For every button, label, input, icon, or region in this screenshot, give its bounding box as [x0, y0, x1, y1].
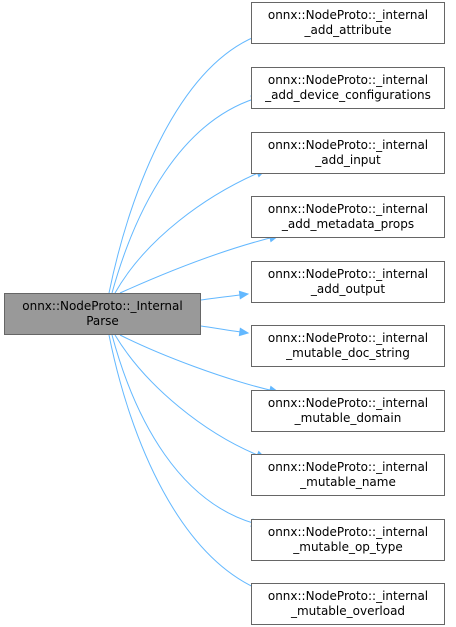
- callee-name-line1: onnx::NodeProto::_internal: [267, 73, 429, 87]
- edge-to-add-device-configurations: [111, 96, 261, 294]
- callee-name-line1: onnx::NodeProto::_internal: [267, 202, 429, 216]
- callee-name-line1: onnx::NodeProto::_internal: [267, 331, 429, 345]
- edge-to-add-metadata-props: [119, 235, 279, 294]
- edge-to-add-attribute: [108, 32, 266, 294]
- callee-node-add-device-configurations[interactable]: onnx::NodeProto::_internal _add_device_c…: [251, 67, 445, 109]
- edge-to-mutable-op-type: [111, 334, 261, 526]
- callee-node-mutable-op-type[interactable]: onnx::NodeProto::_internal _mutable_op_t…: [251, 519, 445, 561]
- callee-name-line2: _mutable_domain: [294, 411, 402, 425]
- callee-name-line2: _add_attribute: [304, 23, 392, 37]
- callee-node-add-attribute[interactable]: onnx::NodeProto::_internal _add_attribut…: [251, 2, 445, 44]
- callee-name-line1: onnx::NodeProto::_internal: [267, 460, 429, 474]
- edge-to-add-output-arrowhead: [238, 290, 250, 300]
- callee-name-line2: _mutable_op_type: [293, 540, 403, 554]
- root-function-node[interactable]: onnx::NodeProto::_Internal Parse: [4, 293, 201, 335]
- callee-name-line1: onnx::NodeProto::_internal: [267, 396, 429, 410]
- edge-to-mutable-overload: [108, 334, 266, 593]
- callee-name-line1: onnx::NodeProto::_internal: [267, 8, 429, 22]
- edge-to-mutable-doc-string-arrowhead: [238, 327, 250, 337]
- callee-name-line1: onnx::NodeProto::_internal: [267, 267, 429, 281]
- edge-to-mutable-name: [114, 334, 266, 459]
- edge-to-add-input: [114, 169, 266, 294]
- callee-node-mutable-domain[interactable]: onnx::NodeProto::_internal _mutable_doma…: [251, 390, 445, 432]
- root-function-name-line1: onnx::NodeProto::_Internal: [22, 299, 183, 313]
- callee-name-line1: onnx::NodeProto::_internal: [267, 138, 429, 152]
- callee-node-mutable-name[interactable]: onnx::NodeProto::_internal _mutable_name: [251, 454, 445, 496]
- callee-node-add-metadata-props[interactable]: onnx::NodeProto::_internal _add_metadata…: [251, 196, 445, 238]
- callee-name-line2: _add_device_configurations: [265, 88, 431, 102]
- callee-name-line2: _mutable_name: [300, 475, 396, 489]
- callee-name-line2: _add_input: [315, 153, 381, 167]
- callee-node-mutable-overload[interactable]: onnx::NodeProto::_internal _mutable_over…: [251, 583, 445, 625]
- edge-to-mutable-domain: [119, 334, 279, 393]
- root-function-name-line2: Parse: [86, 314, 119, 328]
- callee-name-line2: _add_output: [310, 282, 386, 296]
- callee-name-line2: _mutable_doc_string: [286, 346, 410, 360]
- callee-name-line1: onnx::NodeProto::_internal: [267, 589, 429, 603]
- callee-node-mutable-doc-string[interactable]: onnx::NodeProto::_internal _mutable_doc_…: [251, 325, 445, 367]
- callee-name-line1: onnx::NodeProto::_internal: [267, 525, 429, 539]
- callee-node-add-output[interactable]: onnx::NodeProto::_internal _add_output: [251, 261, 445, 303]
- callee-node-add-input[interactable]: onnx::NodeProto::_internal _add_input: [251, 132, 445, 174]
- callee-name-line2: _add_metadata_props: [281, 217, 415, 231]
- callee-name-line2: _mutable_overload: [290, 604, 406, 618]
